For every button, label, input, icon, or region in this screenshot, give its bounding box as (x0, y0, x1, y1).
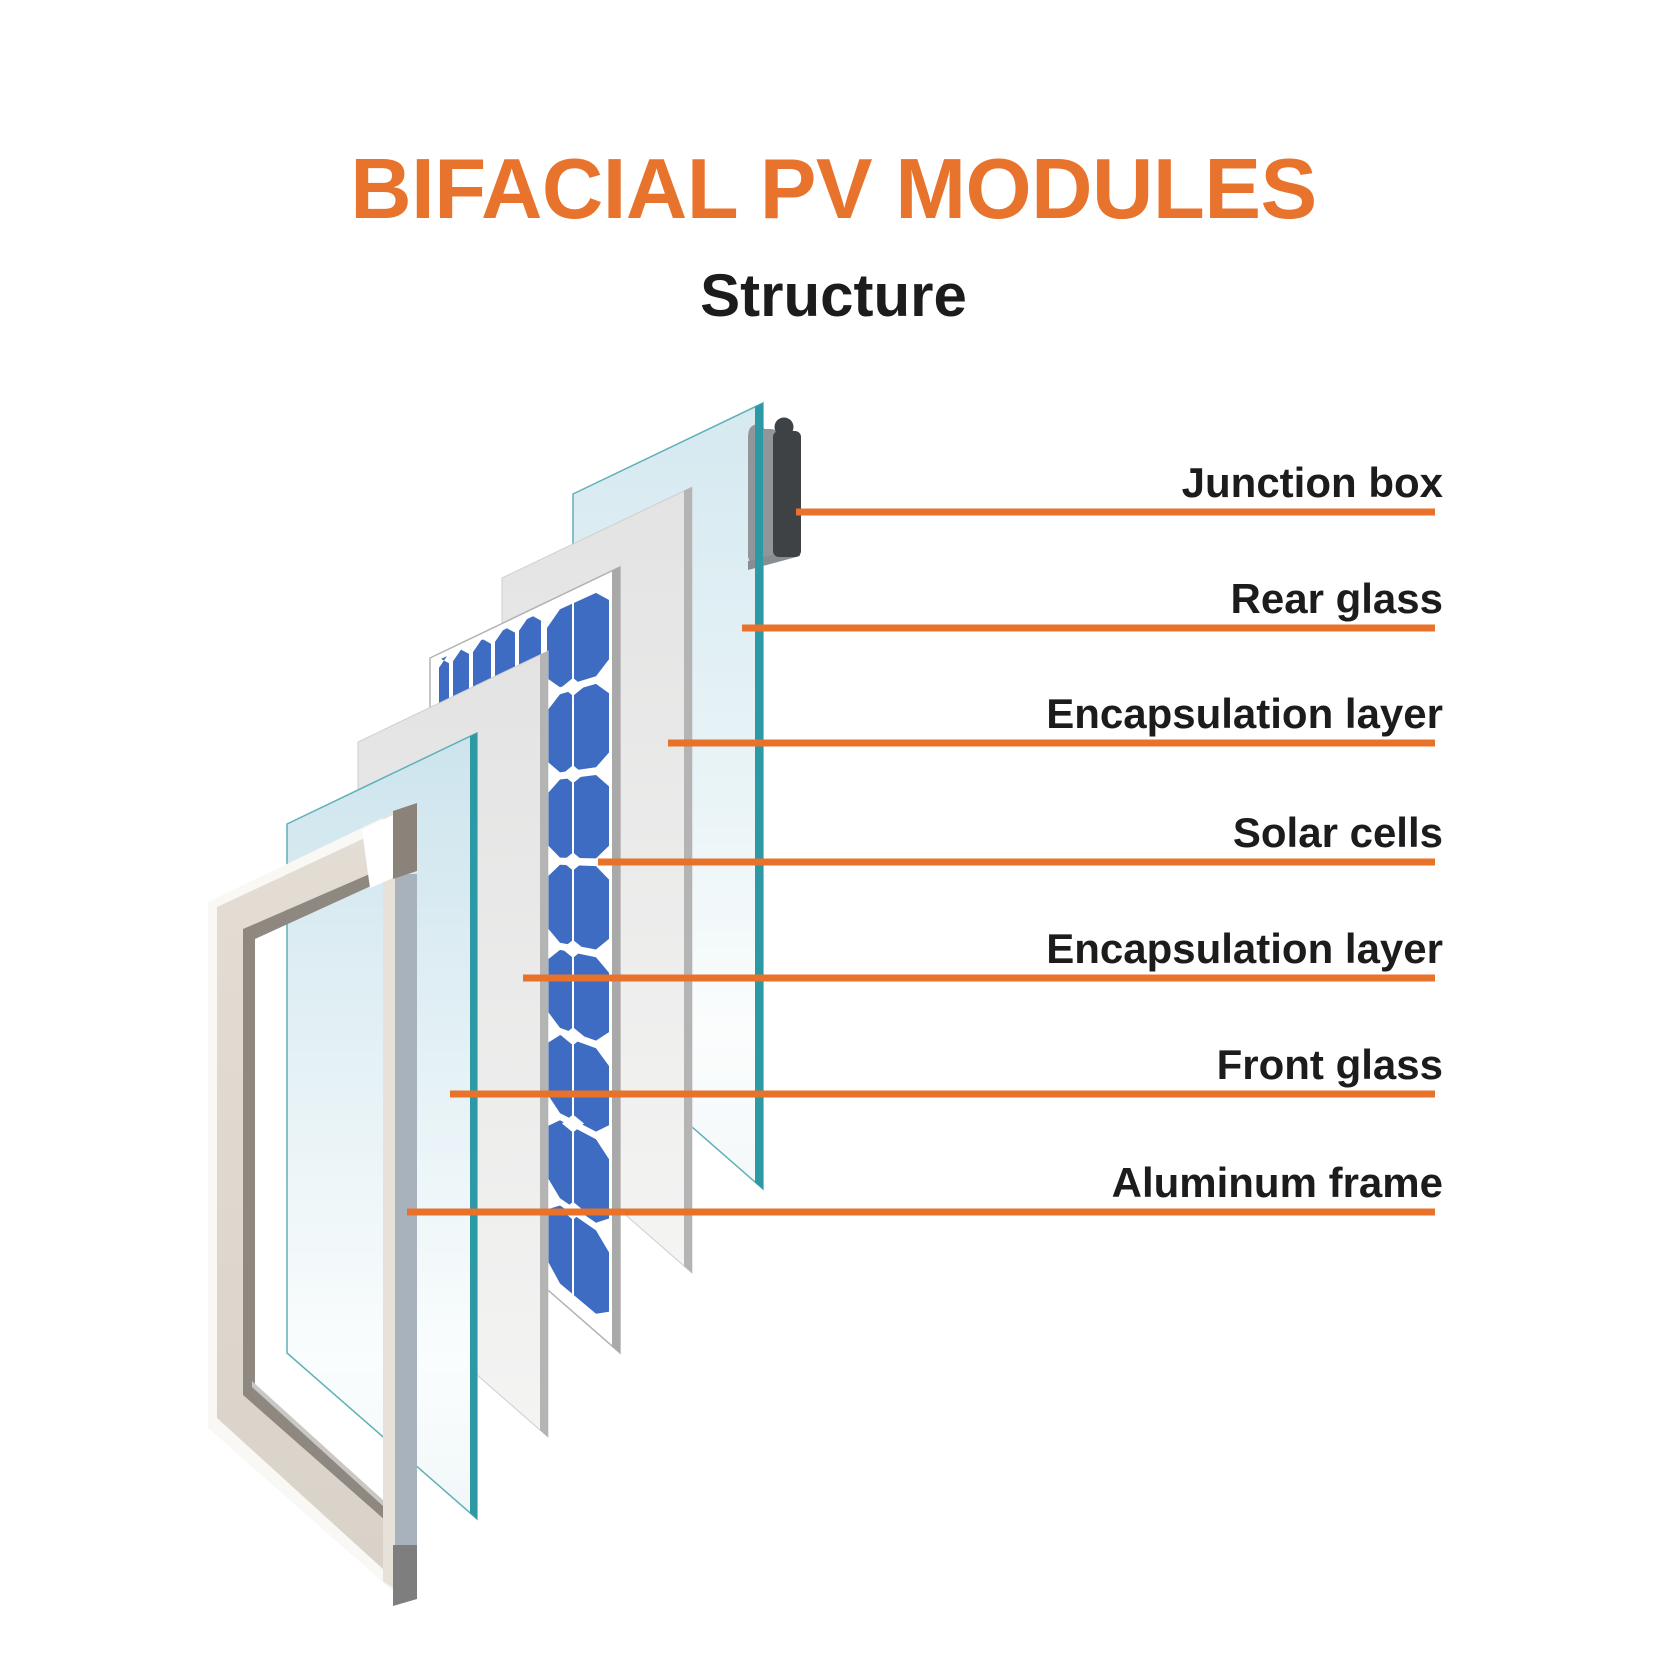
cell-gap-diamond (562, 765, 584, 784)
cell-gap-diamond (562, 852, 584, 871)
label-rear-glass: Rear glass (1230, 575, 1443, 622)
solar-cell (547, 864, 609, 950)
page-title: BIFACIAL PV MODULES (350, 142, 1317, 237)
frame-corner-block-bottom (393, 1545, 417, 1606)
label-aluminum-frame: Aluminum frame (1111, 1159, 1443, 1206)
label-front-glass: Front glass (1216, 1041, 1443, 1088)
page-subtitle: Structure (700, 262, 967, 329)
solar-cell (547, 1035, 609, 1132)
solar-cell (547, 775, 609, 859)
cell-gap-diamond (562, 1114, 584, 1133)
label-junction-box: Junction box (1181, 459, 1443, 506)
frame-corner-block-top (393, 803, 417, 879)
cell-gap-diamond (562, 677, 584, 696)
aluminum-frame (208, 803, 417, 1606)
leader-lines (407, 508, 1435, 1216)
front-glass-pane (286, 731, 478, 1521)
rear-glass-edge (755, 403, 763, 1189)
solar-cell (547, 1205, 609, 1314)
cell-gap-diamond (562, 1027, 584, 1046)
solar-cell (547, 949, 609, 1041)
solar-cell-grid (439, 592, 609, 1314)
junction-box (748, 403, 801, 1189)
frame-inner-bevel (243, 863, 395, 1529)
label-encapsulation-layer-rear: Encapsulation layer (1046, 690, 1443, 737)
front-glass-edge (470, 733, 477, 1519)
frame-face (217, 824, 395, 1580)
label-solar-cells: Solar cells (1232, 809, 1443, 856)
solar-cell (547, 592, 609, 688)
frame-side-rail (395, 874, 417, 1545)
solar-cell (547, 1120, 609, 1223)
label-encapsulation-layer-front: Encapsulation layer (1046, 925, 1443, 972)
cell-gap-diamond (562, 939, 584, 958)
solar-cell (547, 683, 609, 773)
